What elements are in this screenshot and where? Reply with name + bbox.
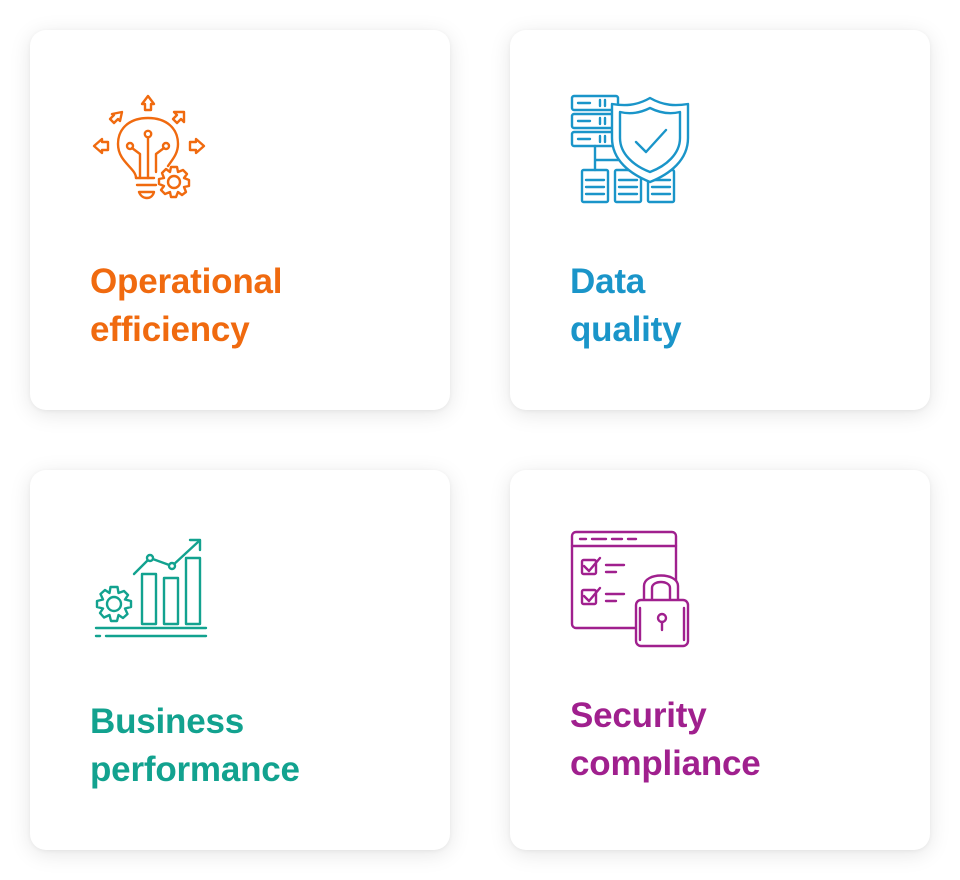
card-title: Data quality	[570, 258, 682, 354]
card-title: Business performance	[90, 698, 300, 794]
card-title-line-1: Data	[570, 262, 646, 301]
card-title-line-2: efficiency	[90, 310, 250, 349]
server-shield-check-icon	[570, 90, 694, 214]
card-title-line-1: Operational	[90, 262, 283, 301]
growth-chart-gear-icon	[90, 530, 214, 654]
card-title: Operational efficiency	[90, 258, 282, 354]
lightbulb-gear-arrows-icon	[90, 90, 214, 214]
card-title: Security compliance	[570, 692, 761, 788]
card-title-line-2: performance	[90, 750, 300, 789]
checklist-padlock-icon	[570, 530, 694, 654]
card-data-quality: Data quality	[510, 30, 930, 410]
card-title-line-2: compliance	[570, 744, 761, 783]
card-operational-efficiency: Operational efficiency	[30, 30, 450, 410]
card-security-compliance: Security compliance	[510, 470, 930, 850]
card-title-line-2: quality	[570, 310, 682, 349]
card-business-performance: Business performance	[30, 470, 450, 850]
card-title-line-1: Security	[570, 696, 707, 735]
card-title-line-1: Business	[90, 702, 245, 741]
